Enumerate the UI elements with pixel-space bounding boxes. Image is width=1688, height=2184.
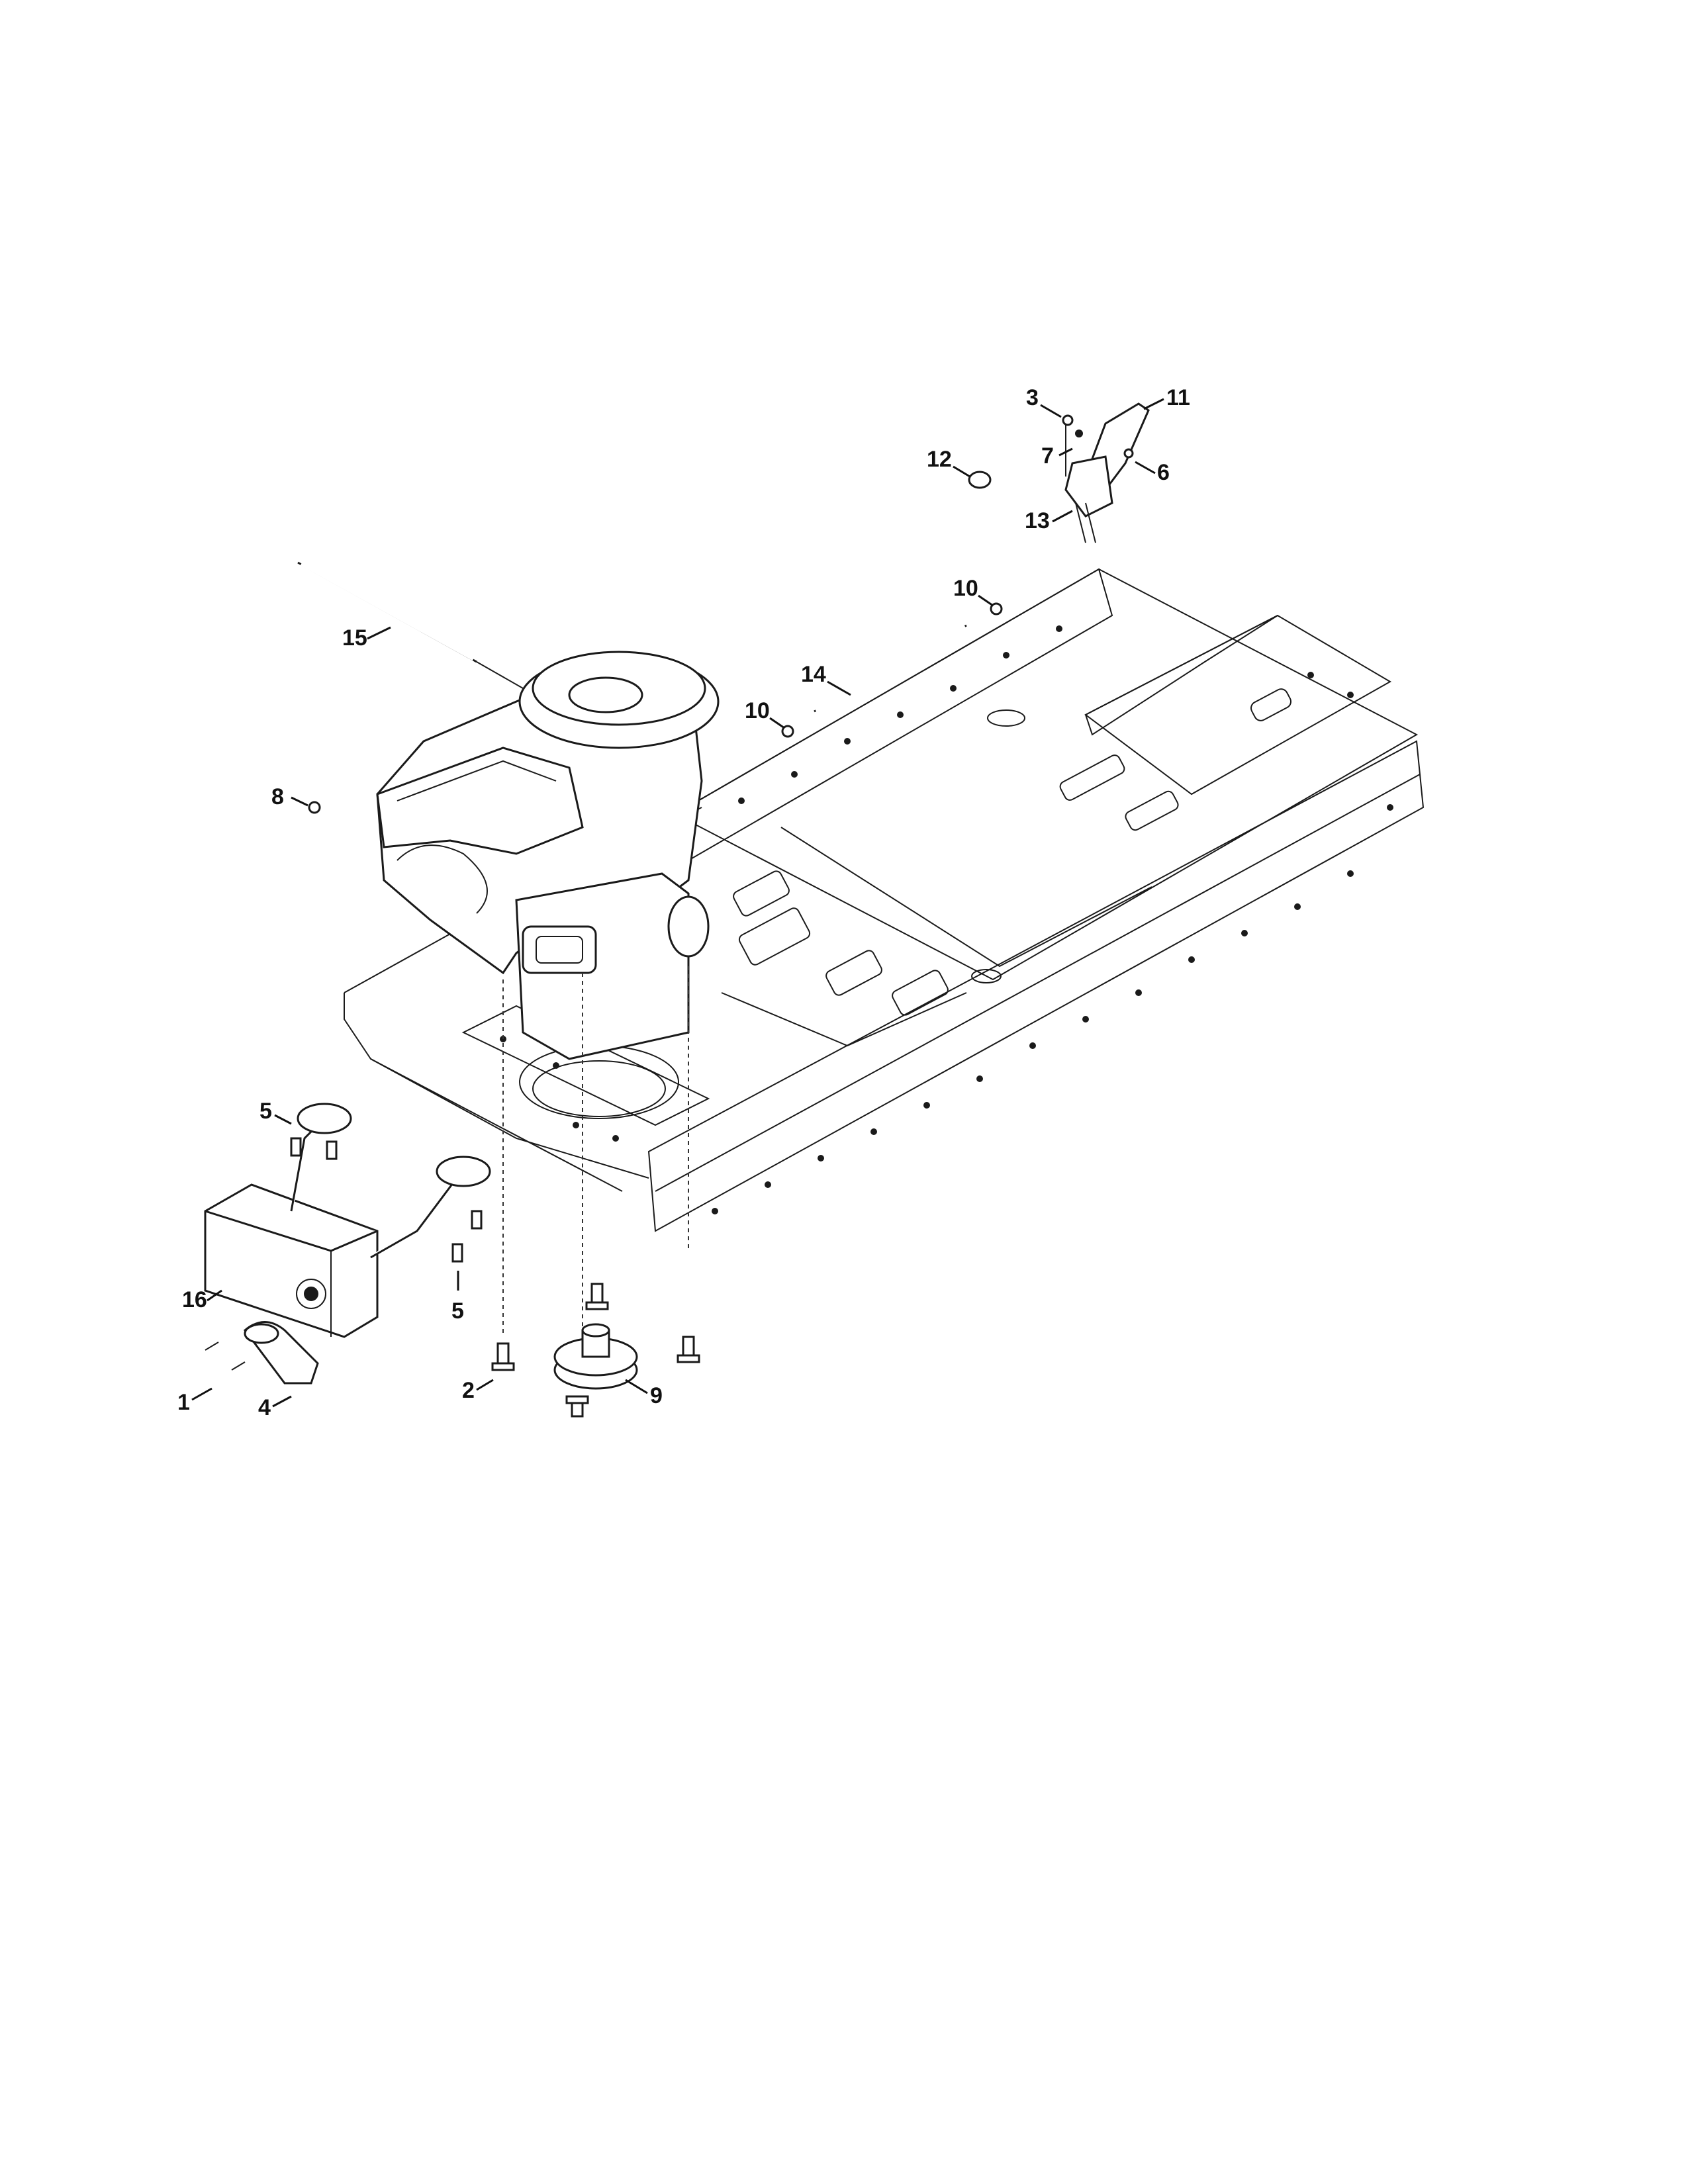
bolt-part-2: [491, 1342, 515, 1371]
chassis-frame: [344, 568, 1425, 1232]
callout-1: 1: [177, 1390, 190, 1415]
muffler: [204, 1103, 491, 1338]
callout-3: 3: [1026, 385, 1039, 410]
callout-16: 16: [182, 1287, 207, 1312]
callout-14: 14: [801, 662, 826, 687]
callout-5-upper: 5: [259, 1099, 272, 1124]
callout-11: 11: [1166, 385, 1190, 410]
callout-7: 7: [1041, 443, 1054, 469]
throttle-control: [1062, 402, 1150, 543]
callout-10-upper: 10: [953, 576, 978, 601]
callout-8: 8: [271, 784, 284, 809]
callout-4: 4: [258, 1395, 271, 1420]
bolts-misc: [565, 1283, 700, 1418]
callout-10-lower: 10: [745, 698, 770, 723]
engine: [376, 651, 720, 1377]
dipstick-tube: [297, 561, 524, 689]
callouts: 15 8 14 10 10 12 3 11 7 6 13 5 5: [177, 385, 1190, 1420]
callout-15: 15: [342, 625, 367, 651]
callout-9: 9: [650, 1383, 663, 1408]
deflector: [243, 1321, 319, 1385]
screws: [205, 1342, 246, 1371]
nut-part: [308, 801, 321, 814]
plug-part: [968, 471, 992, 489]
callout-6: 6: [1157, 460, 1170, 485]
callout-12: 12: [927, 447, 952, 472]
callout-5-lower: 5: [451, 1298, 464, 1324]
control-rod: [814, 624, 967, 713]
callout-2: 2: [462, 1378, 475, 1403]
pulley: [553, 1323, 638, 1390]
clip-parts: [781, 602, 1003, 738]
callout-13: 13: [1025, 508, 1050, 533]
